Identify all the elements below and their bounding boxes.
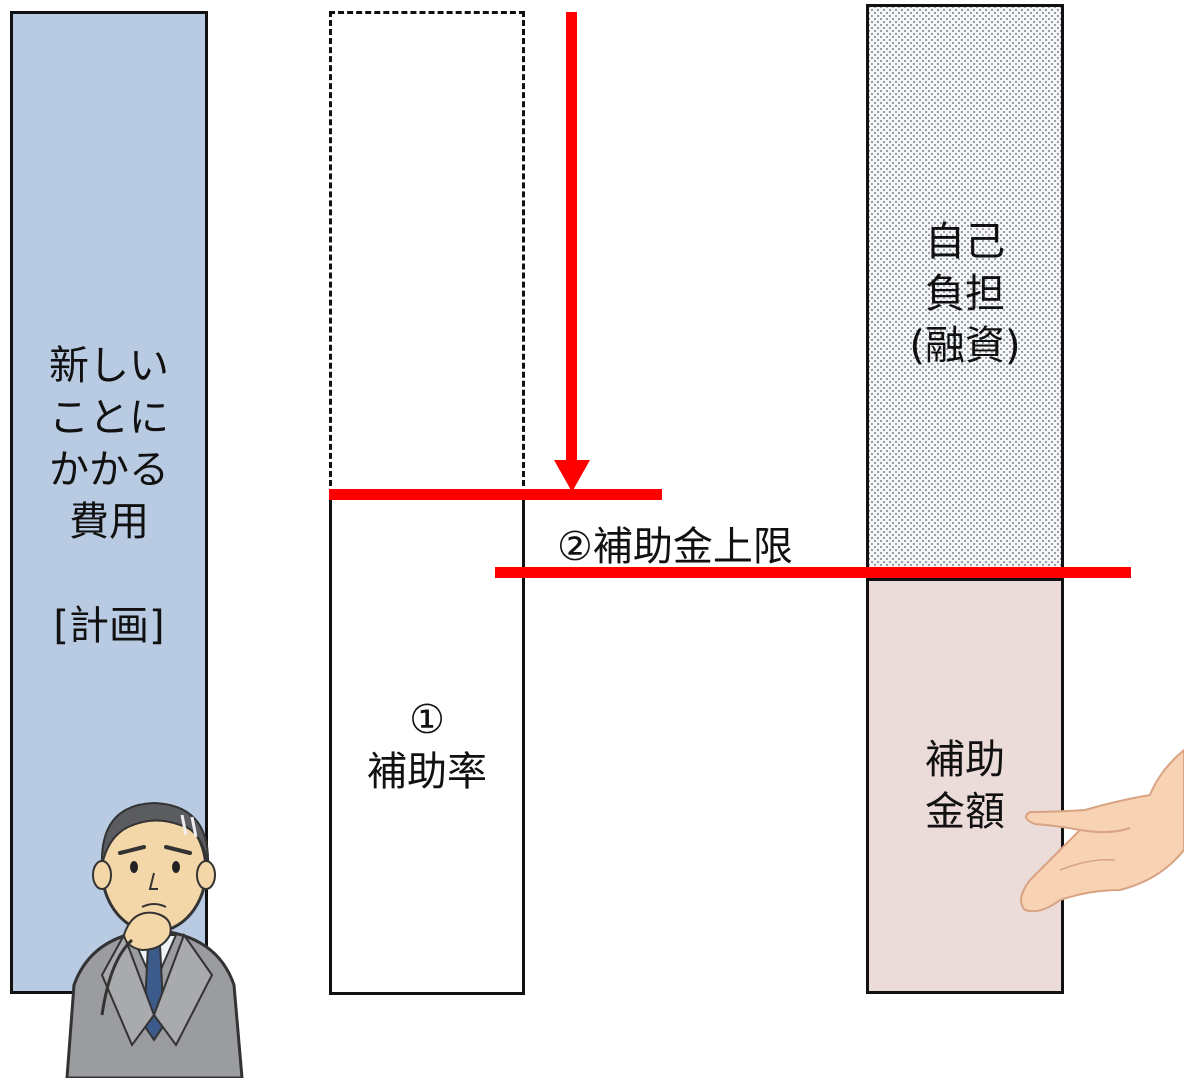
self-burden-label: 自己 負担 (融資): [909, 219, 1021, 369]
rate-bar: [329, 493, 525, 995]
subsidy-cap-line: [495, 567, 1131, 578]
rate-bar-dashed-top: [329, 11, 525, 495]
subsidy-cap-label: ②補助金上限: [557, 524, 793, 570]
down-arrow-shaft: [566, 12, 577, 467]
down-arrow-icon: [554, 460, 590, 492]
thinking-businessman-illustration: [65, 801, 244, 1078]
cost-bar-label: 新しい ことに かかる 費用 [計画]: [49, 343, 169, 649]
rate-bar-label: ① 補助率: [367, 697, 487, 795]
self-burden-bar: [866, 4, 1064, 582]
rate-limit-line: [329, 489, 662, 500]
offering-hand-illustration: [1020, 748, 1184, 913]
subsidy-amount-label: 補助 金額: [925, 737, 1005, 835]
subsidy-amount-bar: [866, 578, 1064, 994]
